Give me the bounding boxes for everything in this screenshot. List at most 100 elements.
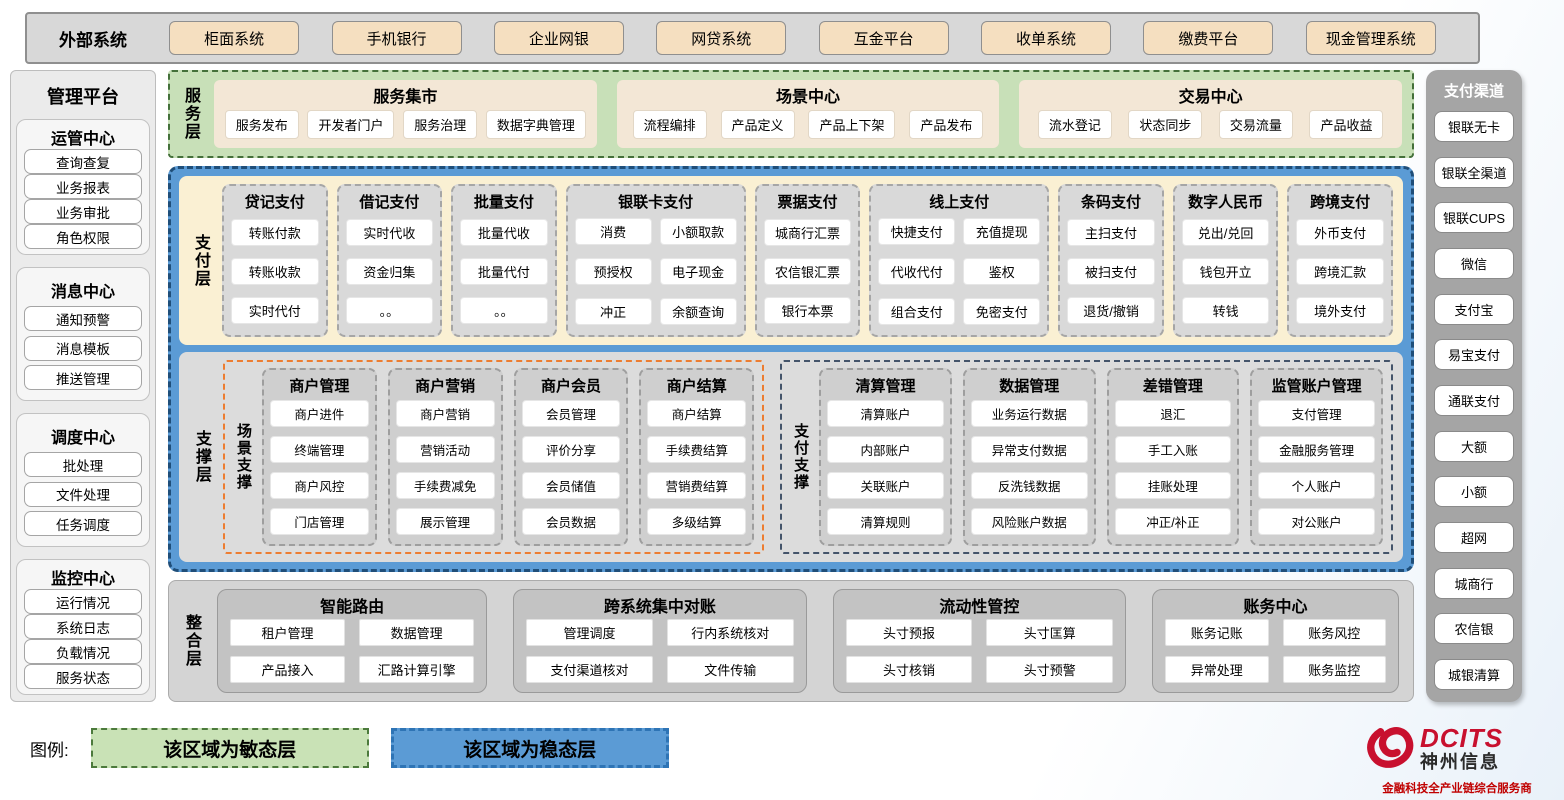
service-section-1: 场景中心流程编排产品定义产品上下架产品发布 [616,80,1000,148]
payment-item-box: 资金归集 [345,257,434,285]
payment-column-title: 条码支付 [1081,194,1142,211]
management-item-box: 负载情况 [24,639,142,664]
support-column-title: 商户管理 [289,378,350,396]
service-section-items: 服务发布开发者门户服务治理数据字典管理 [224,107,587,142]
payment-item-box: 批量代收 [460,218,548,246]
management-item-box: 推送管理 [24,365,142,391]
management-platform-sidebar: 管理平台 运管中心查询查复业务报表业务审批角色权限消息中心通知预警消息模板推送管… [10,70,156,702]
integration-group-items: 头寸预报头寸匡算头寸核销头寸预警 [845,617,1114,685]
service-item-box: 产品上下架 [808,110,896,139]
integration-item-box: 账务监控 [1282,656,1386,683]
payment-item-box: 余额查询 [659,297,737,325]
external-systems-label: 外部系统 [59,30,127,50]
support-column-items: 商户营销营销活动手续费减免展示管理 [395,396,495,539]
integration-item-box: 头寸匡算 [986,619,1114,646]
service-section-title: 交易中心 [1178,89,1243,106]
support-item-box: 个人账户 [1258,472,1376,500]
logo-company: 神州信息 [1420,751,1500,772]
payment-item-box: 代收代付 [878,257,956,285]
support-column-items: 商户进件终端管理商户风控门店管理 [270,396,369,539]
payment-columns: 贷记支付转账付款转账收款实时代付借记支付实时代收资金归集。。批量支付批量代收批量… [222,184,1393,338]
service-item-box: 产品发布 [909,110,984,139]
payment-item-box: 被扫支付 [1067,257,1155,285]
support-column-1-1: 数据管理业务运行数据异常支付数据反洗钱数据风险账户数据 [962,368,1096,546]
service-layer-label: 服务层 [182,87,199,141]
support-item-box: 多级结算 [647,508,747,536]
management-item-box: 业务审批 [24,199,142,224]
payment-item-box: 。。 [345,296,434,324]
support-column-items: 支付管理金融服务管理个人账户对公账户 [1258,396,1376,539]
integration-item-box: 产品接入 [230,656,346,683]
external-systems-list: 柜面系统手机银行企业网银网贷系统互金平台收单系统缴费平台现金管理系统 [153,21,1452,55]
management-item-box: 运行情况 [24,589,142,614]
payment-channel-box: 农信银 [1434,613,1514,645]
payment-channel-box: 微信 [1434,247,1514,279]
service-item-box: 服务治理 [403,110,478,139]
payment-item-box: 转账付款 [231,218,319,246]
management-group-0: 运管中心查询查复业务报表业务审批角色权限 [16,119,150,255]
management-groups: 运管中心查询查复业务报表业务审批角色权限消息中心通知预警消息模板推送管理调度中心… [16,119,150,695]
payment-column-1: 借记支付实时代收资金归集。。 [336,184,443,338]
payment-column-6: 条码支付主扫支付被扫支付退货/撤销 [1058,184,1164,338]
management-group-title: 调度中心 [50,429,115,447]
support-group-columns: 商户管理商户进件终端管理商户风控门店管理商户营销商户营销营销活动手续费减免展示管… [262,368,755,546]
payment-column-8: 跨境支付外币支付跨境汇款境外支付 [1287,184,1393,338]
management-item-box: 任务调度 [24,511,142,537]
payment-item-box: 城商行汇票 [763,218,852,246]
integration-item-box: 头寸预报 [845,619,973,646]
management-item-box: 文件处理 [24,481,142,507]
support-item-box: 业务运行数据 [970,400,1088,428]
payment-item-box: 外币支付 [1296,218,1384,246]
payment-channel-box: 易宝支付 [1434,339,1514,371]
integration-group-2: 流动性管控头寸预报头寸匡算头寸核销头寸预警 [832,589,1127,693]
stable-layer-container: 支付层 贷记支付转账付款转账收款实时代付借记支付实时代收资金归集。。批量支付批量… [168,166,1414,572]
support-item-box: 门店管理 [270,508,369,536]
payment-item-box: 免密支付 [963,297,1041,325]
payment-item-box: 实时代收 [345,218,434,246]
payment-channel-box: 城商行 [1434,567,1514,599]
payment-column-title: 数字人民币 [1188,194,1264,211]
payment-column-items: 外币支付跨境汇款境外支付 [1296,212,1384,330]
service-section-items: 流程编排产品定义产品上下架产品发布 [627,107,990,142]
logo-text: DCITS 神州信息 [1420,725,1503,771]
support-group-0: 场景支撑商户管理商户进件终端管理商户风控门店管理商户营销商户营销营销活动手续费减… [223,360,765,554]
support-item-box: 商户进件 [270,400,369,428]
logo-tagline: 金融科技全产业链综合服务商 [1382,783,1532,795]
footer: 图例: 该区域为敏态层 该区域为稳态层 DCITS 神州信息 金融科技全产业链 [30,702,1564,800]
integration-item-box: 异常处理 [1165,656,1269,683]
payment-column-3: 银联卡支付消费小额取款预授权电子现金冲正余额查询 [565,184,746,338]
support-item-box: 支付管理 [1258,400,1376,428]
management-item-box: 业务报表 [24,174,142,199]
payment-item-box: 快捷支付 [878,217,956,245]
payment-column-items: 城商行汇票农信银汇票银行本票 [763,212,852,330]
management-group-3: 监控中心运行情况系统日志负载情况服务状态 [16,559,150,695]
support-column-title: 商户结算 [666,378,727,396]
payment-channel-box: 支付宝 [1434,293,1514,325]
support-column-title: 商户会员 [540,378,601,396]
payment-channels-title: 支付渠道 [1443,83,1504,100]
support-column-title: 商户营销 [415,378,476,396]
payment-layer-label: 支付层 [192,233,209,288]
service-item-box: 交易流量 [1218,110,1293,139]
payment-item-box: 退货/撤销 [1067,296,1155,324]
support-item-box: 商户结算 [647,400,747,428]
external-systems-bar: 外部系统 柜面系统手机银行企业网银网贷系统互金平台收单系统缴费平台现金管理系统 [25,12,1480,64]
management-platform-title: 管理平台 [47,87,119,107]
payment-item-box: 鉴权 [963,257,1041,285]
payment-column-title: 跨境支付 [1310,194,1371,211]
support-item-box: 商户营销 [395,400,495,428]
payment-item-box: 。。 [460,296,548,324]
payment-column-title: 批量支付 [473,194,534,211]
integration-item-box: 汇路计算引擎 [359,656,475,683]
payment-channel-box: 大额 [1434,430,1514,462]
support-group-columns: 清算管理清算账户内部账户关联账户清算规则数据管理业务运行数据异常支付数据反洗钱数… [819,368,1384,546]
support-column-0-2: 商户会员会员管理评价分享会员储值会员数据 [513,368,629,546]
legend: 图例: 该区域为敏态层 该区域为稳态层 [30,728,669,768]
payment-channel-box: 银联无卡 [1434,111,1514,142]
payment-item-box: 跨境汇款 [1296,257,1384,285]
payment-channel-box: 超网 [1434,521,1514,553]
payment-column-items: 批量代收批量代付。。 [460,212,548,330]
payment-column-title: 贷记支付 [244,194,305,211]
